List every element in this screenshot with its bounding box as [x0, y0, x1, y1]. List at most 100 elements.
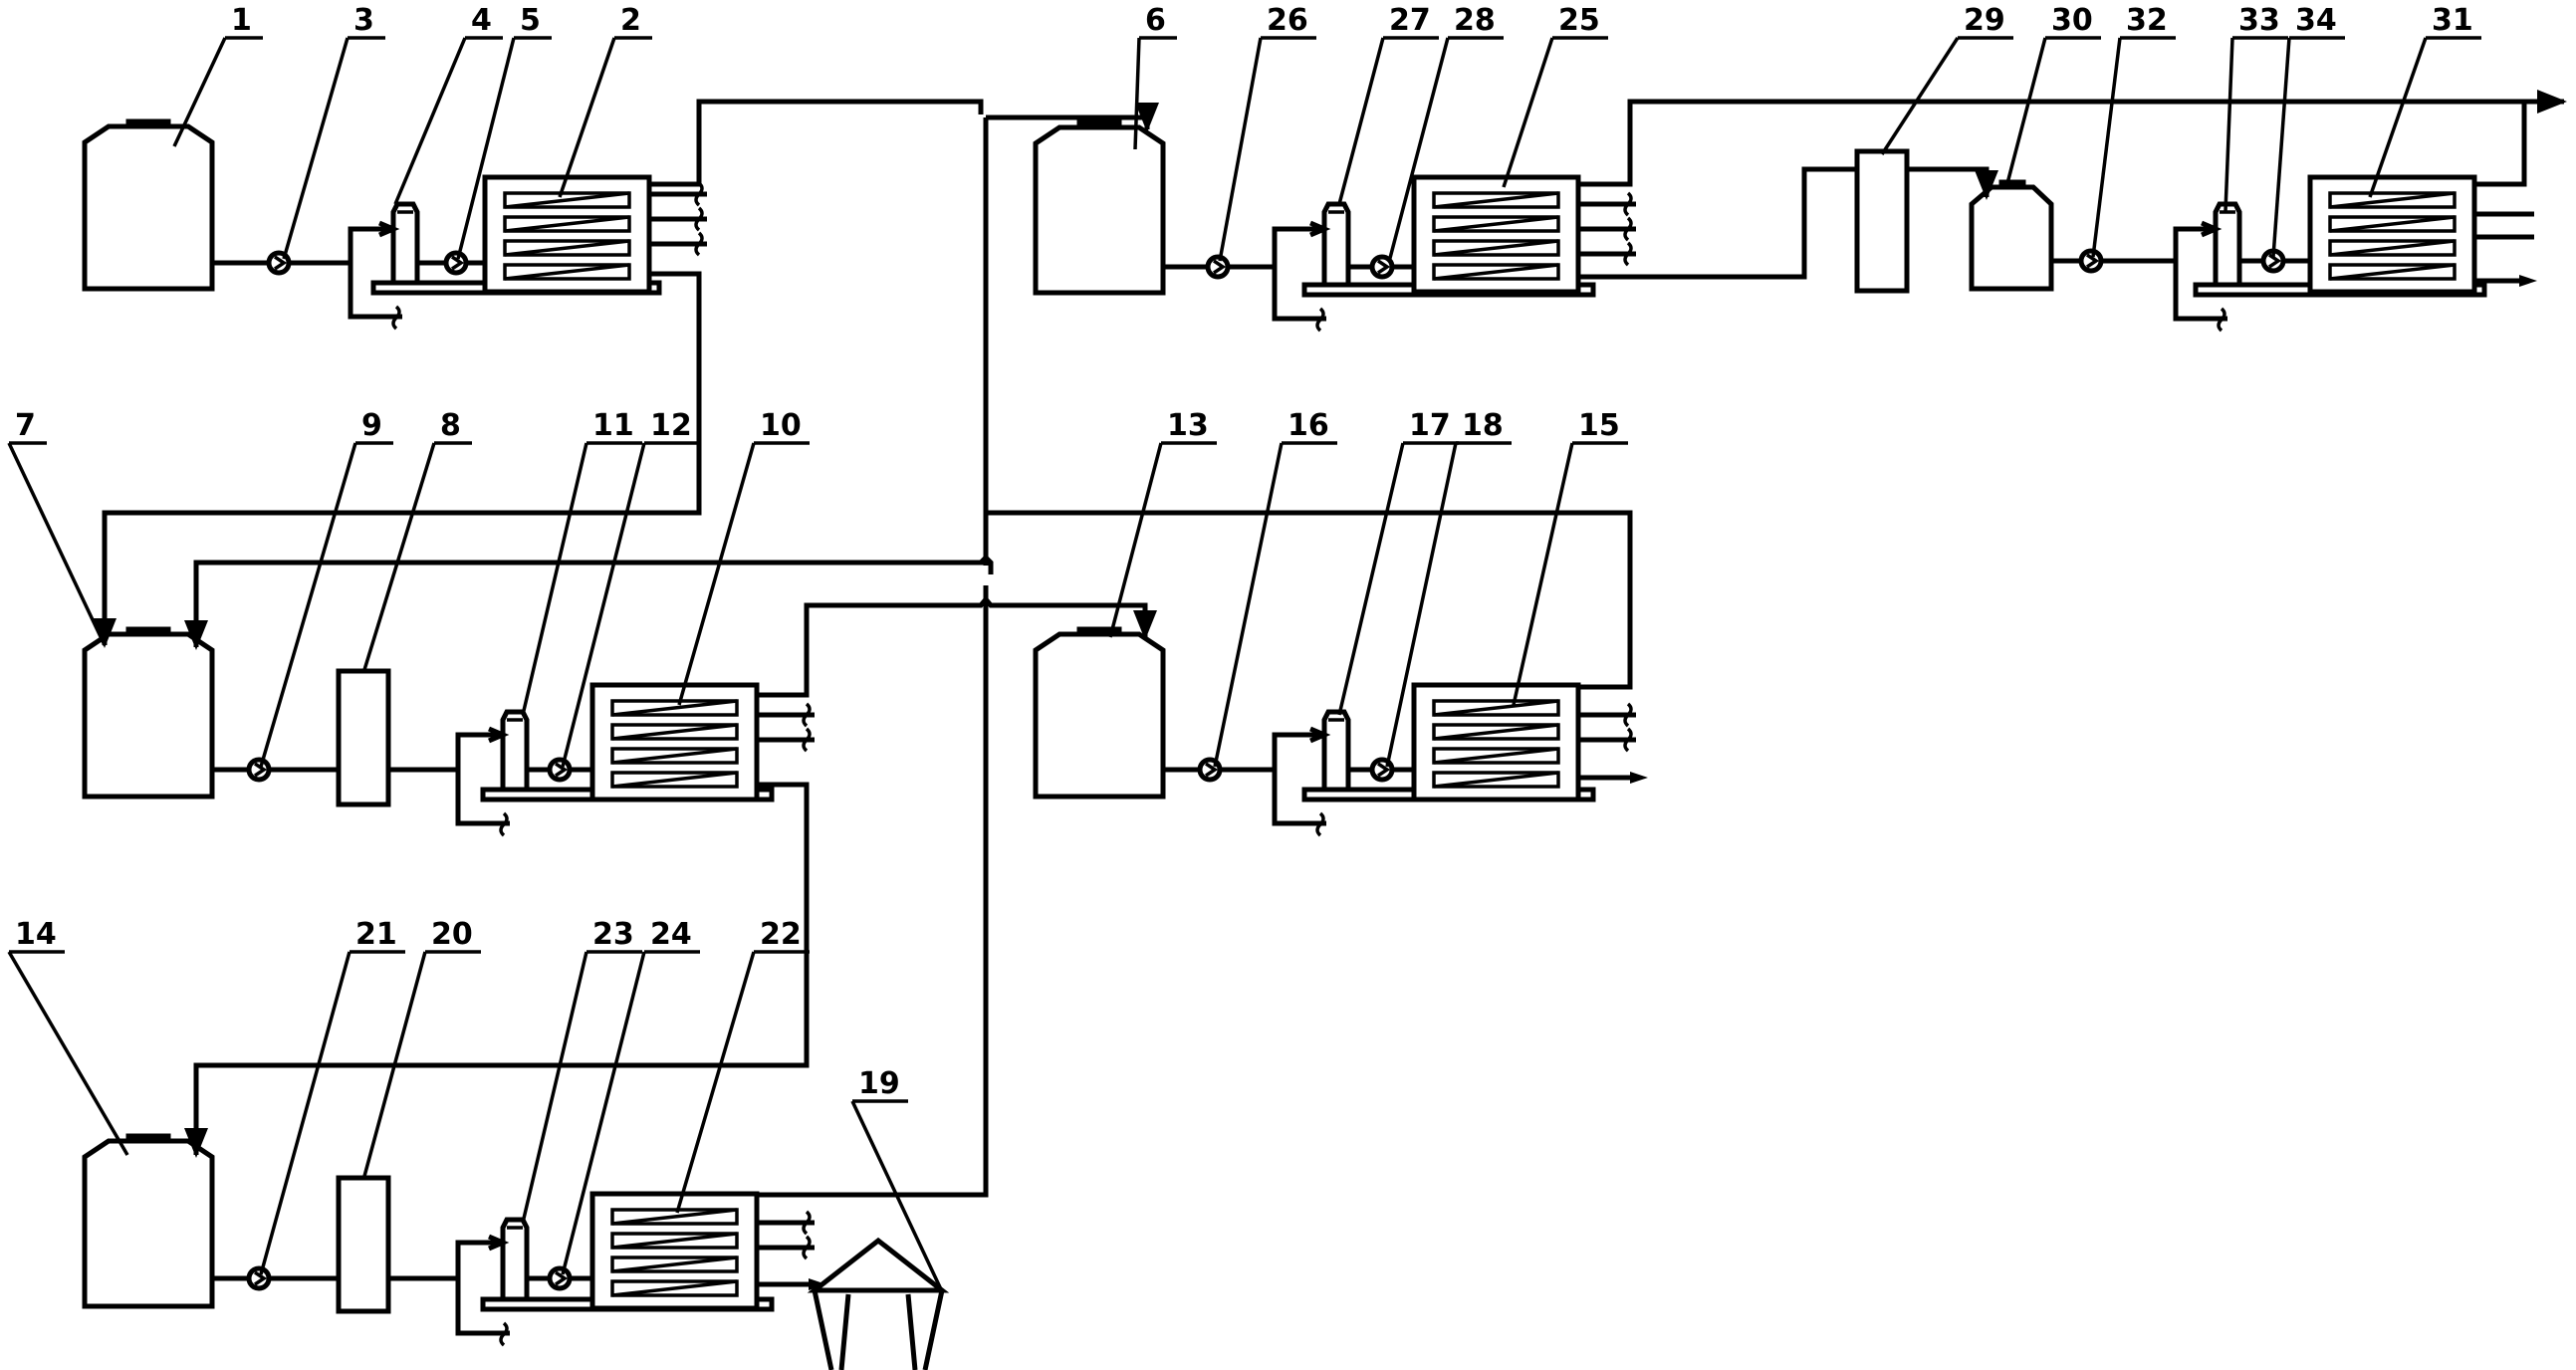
pump-26: [1163, 254, 1275, 280]
svg-text:20: 20: [431, 917, 473, 952]
svg-text:28: 28: [1454, 3, 1496, 38]
svg-text:30: 30: [2051, 3, 2093, 38]
filter-8: [336, 668, 458, 807]
rack-15: [1272, 682, 1596, 837]
svg-text:8: 8: [440, 408, 461, 443]
pump-32: [2051, 248, 2176, 274]
filter-29: [1854, 148, 1910, 294]
svg-text:34: 34: [2295, 3, 2337, 38]
pump-16: [1163, 757, 1275, 783]
label-n20: 20: [361, 917, 481, 1181]
label-n21: 21: [259, 917, 405, 1275]
svg-text:32: 32: [2126, 3, 2168, 38]
label-n26: 26: [1218, 3, 1316, 262]
svg-text:29: 29: [1964, 3, 2005, 38]
svg-text:17: 17: [1409, 408, 1451, 443]
label-n3: 3: [282, 3, 385, 260]
pump-9: [212, 757, 339, 783]
outlets-2: [649, 181, 707, 257]
outlets-15: [1578, 702, 1636, 753]
svg-text:22: 22: [760, 917, 802, 952]
label-n30: 30: [2004, 3, 2101, 188]
svg-text:5: 5: [520, 3, 541, 38]
pipe-10-to-14: [184, 782, 810, 1158]
outlets-10: [757, 702, 815, 753]
label-n34: 34: [2271, 3, 2345, 258]
label-n12: 12: [561, 408, 700, 768]
label-n8: 8: [361, 408, 472, 674]
label-n29: 29: [1880, 3, 2013, 155]
rack-10: [455, 682, 775, 837]
svg-text:27: 27: [1389, 3, 1431, 38]
label-n9: 9: [259, 408, 393, 768]
pipe-6-riser: [983, 117, 1633, 690]
svg-text:24: 24: [650, 917, 692, 952]
rack-31: [2173, 174, 2487, 333]
label-n19: 19: [850, 1066, 943, 1290]
pipe-10-to-13: [757, 595, 1157, 698]
label-n1: 1: [172, 3, 263, 147]
unit-19: [807, 1237, 950, 1370]
label-n4: 4: [393, 3, 503, 205]
svg-text:11: 11: [592, 408, 634, 443]
label-n22: 22: [675, 917, 810, 1214]
pipe-b-19: [757, 585, 989, 1198]
svg-text:3: 3: [353, 3, 374, 38]
svg-text:31: 31: [2432, 3, 2473, 38]
svg-text:25: 25: [1558, 3, 1600, 38]
svg-text:12: 12: [650, 408, 692, 443]
svg-text:23: 23: [592, 917, 634, 952]
svg-text:18: 18: [1462, 408, 1504, 443]
outlets-25: [1578, 191, 1636, 267]
rack-22: [455, 1191, 775, 1347]
tank-30: [1969, 179, 2054, 292]
label-n24: 24: [561, 917, 700, 1275]
pipe-31-up: [2474, 102, 2527, 187]
tank-6: [1033, 119, 1166, 296]
label-n7: 7: [7, 408, 107, 646]
label-n33: 33: [2224, 3, 2288, 212]
label-n18: 18: [1385, 408, 1512, 768]
label-n16: 16: [1213, 408, 1337, 768]
tank-14: [82, 1133, 215, 1309]
pipe-2-to-7: [93, 271, 702, 648]
label-n17: 17: [1337, 408, 1459, 716]
pipe-25-top: [1578, 99, 2529, 187]
rack-2: [348, 174, 662, 331]
label-n32: 32: [2091, 3, 2176, 258]
label-n15: 15: [1512, 408, 1628, 706]
label-n13: 13: [1108, 408, 1217, 638]
pipe-hump-7b: [979, 554, 994, 574]
pipe-25-to-29: [1578, 166, 1857, 280]
tank-7: [82, 626, 215, 799]
pump-21: [212, 1265, 339, 1291]
label-n10: 10: [677, 408, 810, 706]
label-n14: 14: [7, 917, 129, 1156]
tank-1: [82, 118, 215, 292]
svg-text:9: 9: [361, 408, 382, 443]
label-n27: 27: [1337, 3, 1439, 205]
filter-20: [336, 1175, 458, 1314]
label-n11: 11: [521, 408, 642, 716]
pipe-29-to-30: [1907, 166, 1998, 200]
label-n25: 25: [1502, 3, 1608, 188]
label-n31: 31: [2368, 3, 2481, 198]
svg-text:21: 21: [355, 917, 397, 952]
svg-text:33: 33: [2238, 3, 2280, 38]
svg-text:6: 6: [1145, 3, 1166, 38]
svg-text:26: 26: [1267, 3, 1308, 38]
label-n23: 23: [521, 917, 642, 1224]
svg-text:1: 1: [231, 3, 252, 38]
label-n2: 2: [558, 3, 652, 198]
label-n6: 6: [1133, 3, 1177, 150]
outlet-arrow-15: [1578, 772, 1648, 784]
outlets-22: [757, 1210, 815, 1260]
svg-text:7: 7: [15, 408, 36, 443]
svg-text:13: 13: [1167, 408, 1209, 443]
tank-13: [1033, 626, 1166, 799]
svg-text:15: 15: [1578, 408, 1620, 443]
svg-text:19: 19: [858, 1066, 900, 1101]
svg-text:4: 4: [471, 3, 492, 38]
svg-text:10: 10: [760, 408, 802, 443]
